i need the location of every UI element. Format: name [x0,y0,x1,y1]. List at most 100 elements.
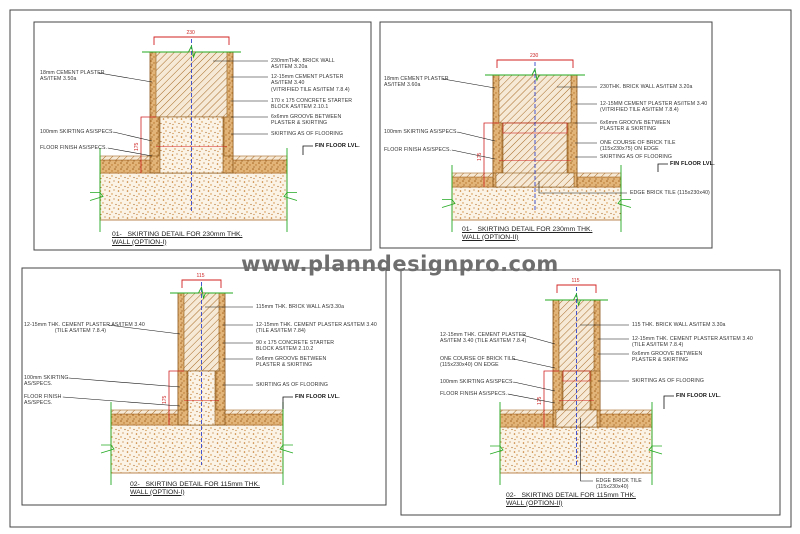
leader-line [522,334,556,345]
callout-label: 90 x 175 CONCRETE STARTER BLOCK AS/ITEM … [256,340,335,353]
base-concrete [499,426,653,474]
height-dimension: 175 [537,396,543,405]
skirting-detail-4 [489,284,674,485]
skirting-left [149,116,160,157]
callout-label: 100mm SKIRTING AS/SPECS. [440,379,515,385]
detail-title: 01- SKIRTING DETAIL FOR 230mm THK. WALL … [112,231,243,246]
callout-label: 18mm CEMENT PLASTER AS/ITEM 3.60a [384,76,449,89]
skirting-right [590,370,601,411]
callout-label: FLOOR FINISH AS/SPECS. [24,394,62,407]
callout-label: 12-15MM CEMENT PLASTER AS/ITEM 3.40 (VIT… [600,101,708,114]
fin-floor-level-label: FIN FLOOR LVL. [295,394,340,400]
skirting-right [215,370,226,411]
watermark: www.planndesignpro.com [241,252,559,276]
leader-line [443,78,496,89]
fin-floor-level-label: FIN FLOOR LVL. [670,161,715,167]
break-line-top [170,285,233,300]
callout-label: FLOOR FINISH AS/SPECS. [440,391,508,397]
callout-label: 230THK. BRICK WALL AS/ITEM 3.20a [600,84,693,90]
skirting-right [223,116,234,157]
callout-label: 115mm THK. BRICK WALL AS/3.30a [256,304,345,310]
callout-label: 230mmTHK. BRICK WALL AS/ITEM 3.20a [271,58,335,71]
leader-line [513,358,556,369]
leader-line [62,396,181,407]
detail-title: 02- SKIRTING DETAIL FOR 115mm THK. WALL … [506,492,636,507]
callout-label: 6x6mm GROOVE BETWEEN PLASTER & SKIRTING [256,356,327,369]
skirting-left [177,370,188,411]
callout-label: 12-15mm THK. CEMENT PLASTER AS/ITEM 3.40… [632,336,753,349]
base-concrete [99,172,288,221]
callout-label: 100mm SKIRTING AS/SPECS. [24,375,69,388]
break-symbol [617,199,632,208]
panel-frame-4 [400,269,781,516]
break-symbol [489,445,504,455]
fin-floor-level-label: FIN FLOOR LVL. [676,393,721,399]
callout-label: ONE COURSE OF BRICK TILE (115x230x40) ON… [440,356,516,369]
callout-label: FLOOR FINISH AS/SPECS. [40,145,108,151]
leader-line [580,418,593,482]
fin-floor-marker [302,145,313,155]
base-concrete [110,424,284,474]
callout-label: 12-15mm THK. CEMENT PLASTER AS/ITEM 3.40… [24,322,145,335]
panel-frame-2 [379,21,713,249]
height-dimension: 175 [477,152,483,161]
width-dimension: 115 [196,273,205,279]
fin-floor-marker [282,396,293,409]
width-dimension: 230 [530,53,539,59]
width-dimension-line [181,279,222,288]
callout-label: FLOOR FINISH AS/SPECS. [384,147,452,153]
leader-line [507,393,556,404]
skirting-detail-3 [62,279,294,485]
skirting-left [492,122,503,174]
leader-line [107,147,153,157]
callout-label: 115 THK. BRICK WALL AS/ITEM 3.30a [632,322,726,328]
detail-title: 01- SKIRTING DETAIL FOR 230mm THK. WALL … [462,226,593,241]
break-line-top [142,44,241,59]
leader-line [451,149,496,160]
callout-label: 6x6mm GROOVE BETWEEN PLASTER & SKIRTING [600,120,671,133]
break-symbol [648,445,663,455]
edge-brick-tile-label: EDGE BRICK TILE (115x230x40) [596,478,642,491]
edge-brick-tile [555,409,598,428]
panel-frame-3 [21,267,387,506]
break-symbol [89,192,104,201]
callout-label: ONE COURSE OF BRICK TILE (115x230x75) ON… [600,140,676,153]
break-symbol [279,444,294,454]
leader-line [457,131,496,142]
width-dimension: 230 [186,30,195,36]
skirting-left [552,370,563,411]
width-dimension-line [556,284,597,293]
break-symbol [283,192,298,201]
break-symbol [441,199,456,208]
skirting-right [567,122,578,174]
width-dimension-line [153,36,230,45]
leader-line [513,381,556,392]
fin-floor-marker [657,163,668,172]
callout-label: 12-15mm THK. CEMENT PLASTER AS/ITEM 3.40… [440,332,527,345]
break-symbol [100,444,115,454]
fin-floor-marker [663,395,674,409]
leader-line [99,72,153,83]
callout-label: 100mm SKIRTING AS/SPECS. [384,129,459,135]
callout-label: 18mm CEMENT PLASTER AS/ITEM 3.50a [40,70,105,83]
break-line-top [545,292,608,307]
height-dimension-line [140,116,156,173]
callout-label: 6x6mm GROOVE BETWEEN PLASTER & SKIRTING [632,351,703,364]
skirting-detail-2 [441,59,668,232]
leader-line [107,324,181,335]
leader-line [538,181,627,194]
base-concrete [451,186,622,221]
height-dimension-line [483,122,499,187]
callout-label: SKIRTING AS OF FLOORING [632,378,704,384]
leader-line [68,377,181,388]
callout-label: 6x6mm GROOVE BETWEEN PLASTER & SKIRTING [271,114,342,127]
leader-line [113,131,153,142]
callout-label: 100mm SKIRTING AS/SPECS. [40,129,115,135]
fin-floor-level-label: FIN FLOOR LVL. [315,143,360,149]
height-dimension-line [543,370,559,427]
skirting-detail-1 [89,36,313,232]
detail-title: 02- SKIRTING DETAIL FOR 115mm THK. WALL … [130,481,260,496]
callout-label: SKIRTING AS OF FLOORING [271,131,343,137]
